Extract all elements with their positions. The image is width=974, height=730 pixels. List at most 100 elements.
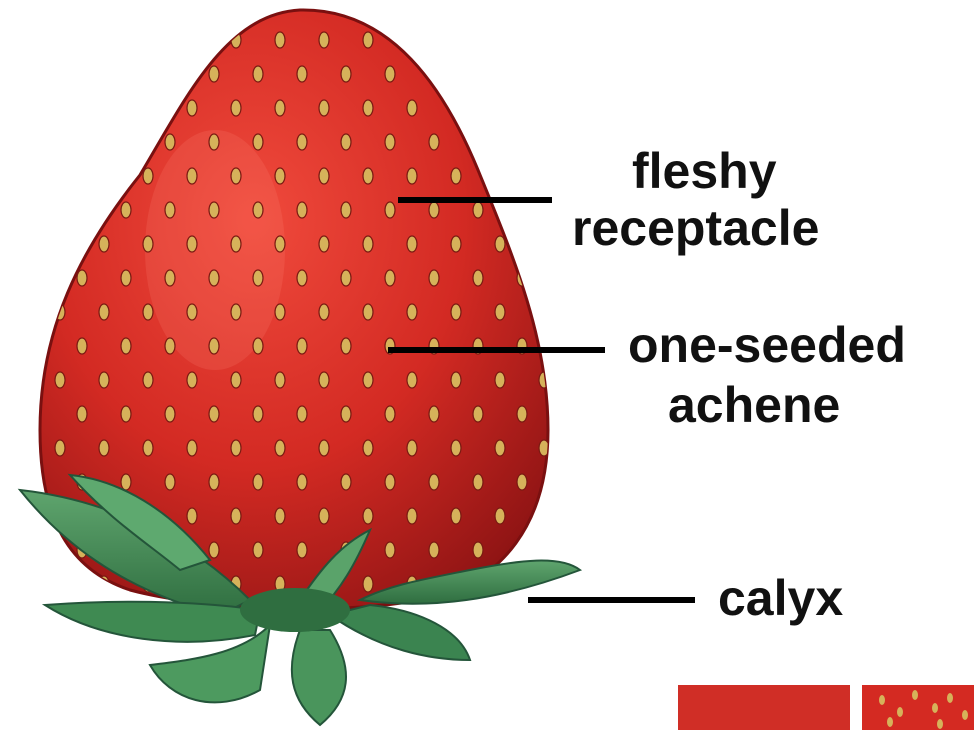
- achene-seed: [275, 440, 285, 456]
- achene-seed: [473, 542, 483, 558]
- achene-seed: [451, 440, 461, 456]
- achene-seed: [99, 236, 109, 252]
- achene-seed: [341, 66, 351, 82]
- achene-seed: [473, 134, 483, 150]
- achene-seed: [319, 32, 329, 48]
- achene-seed: [297, 134, 307, 150]
- calyx-leaf: [292, 630, 346, 725]
- achene-seed: [429, 66, 439, 82]
- achene-seed: [275, 100, 285, 116]
- achene-seed: [429, 134, 439, 150]
- achene-seed: [363, 168, 373, 184]
- achene-seed: [275, 32, 285, 48]
- achene-seed: [385, 270, 395, 286]
- achene-seed: [341, 134, 351, 150]
- achene-seed: [385, 202, 395, 218]
- achene-seed: [407, 508, 417, 524]
- achene-seed: [99, 304, 109, 320]
- achene-seed: [187, 32, 197, 48]
- achene-seed: [473, 406, 483, 422]
- achene-seed: [187, 236, 197, 252]
- label-fleshy: fleshy: [632, 143, 777, 199]
- achene-seed: [363, 304, 373, 320]
- achene-seed: [319, 100, 329, 116]
- achene-seed: [77, 270, 87, 286]
- achene-seed: [165, 474, 175, 490]
- calyx-leaf: [45, 602, 260, 642]
- achene-seed: [253, 406, 263, 422]
- achene-seed: [187, 304, 197, 320]
- achene-seed: [429, 542, 439, 558]
- achene-seed: [297, 474, 307, 490]
- achene-seed: [363, 236, 373, 252]
- achene-seed: [99, 440, 109, 456]
- achene-seed: [209, 338, 219, 354]
- achene-seed: [143, 440, 153, 456]
- achene-seed: [297, 270, 307, 286]
- achene-seed: [143, 236, 153, 252]
- achene-seed: [451, 372, 461, 388]
- thumbnail-seed: [937, 719, 943, 729]
- label-calyx: calyx: [718, 570, 843, 626]
- achene-seed: [495, 372, 505, 388]
- achene-seed: [121, 270, 131, 286]
- label-achene: achene: [668, 377, 840, 433]
- achene-seed: [517, 474, 527, 490]
- achene-seed: [297, 202, 307, 218]
- achene-seed: [341, 338, 351, 354]
- achene-seed: [99, 100, 109, 116]
- achene-seed: [187, 508, 197, 524]
- thumbnail-seed: [947, 693, 953, 703]
- achene-seed: [143, 32, 153, 48]
- achene-seed: [209, 542, 219, 558]
- achene-seed: [253, 542, 263, 558]
- achene-seed: [429, 270, 439, 286]
- achene-seed: [407, 440, 417, 456]
- achene-seed: [385, 134, 395, 150]
- achene-seed: [385, 66, 395, 82]
- achene-seed: [429, 406, 439, 422]
- achene-seed: [495, 100, 505, 116]
- achene-seed: [77, 406, 87, 422]
- achene-seed: [319, 236, 329, 252]
- achene-seed: [209, 202, 219, 218]
- achene-seed: [517, 406, 527, 422]
- achene-seed: [341, 474, 351, 490]
- achene-seed: [187, 168, 197, 184]
- achene-seed: [495, 168, 505, 184]
- achene-seed: [407, 168, 417, 184]
- thumbnail-seed: [962, 710, 968, 720]
- achene-seed: [77, 134, 87, 150]
- achene-seed: [143, 304, 153, 320]
- achene-seed: [209, 134, 219, 150]
- achene-seed: [539, 168, 549, 184]
- achene-seed: [143, 372, 153, 388]
- label-one-seeded: one-seeded: [628, 317, 906, 373]
- achene-seed: [429, 202, 439, 218]
- achene-seed: [165, 338, 175, 354]
- achene-seed: [253, 134, 263, 150]
- achene-seed: [55, 100, 65, 116]
- achene-seed: [473, 66, 483, 82]
- achene-seed: [319, 304, 329, 320]
- achene-seed: [363, 32, 373, 48]
- achene-seed: [55, 440, 65, 456]
- achene-seed: [319, 372, 329, 388]
- achene-seed: [121, 202, 131, 218]
- achene-seed: [539, 32, 549, 48]
- achene-seed: [473, 474, 483, 490]
- achene-seed: [517, 66, 527, 82]
- achene-seed: [209, 66, 219, 82]
- achene-seed: [121, 134, 131, 150]
- achene-seed: [121, 474, 131, 490]
- achene-seed: [451, 100, 461, 116]
- achene-seed: [231, 440, 241, 456]
- achene-seed: [231, 236, 241, 252]
- achene-seed: [319, 508, 329, 524]
- achene-seed: [253, 338, 263, 354]
- achene-seed: [143, 100, 153, 116]
- achene-seed: [363, 372, 373, 388]
- achene-seed: [121, 66, 131, 82]
- achene-seed: [275, 304, 285, 320]
- achene-seed: [451, 236, 461, 252]
